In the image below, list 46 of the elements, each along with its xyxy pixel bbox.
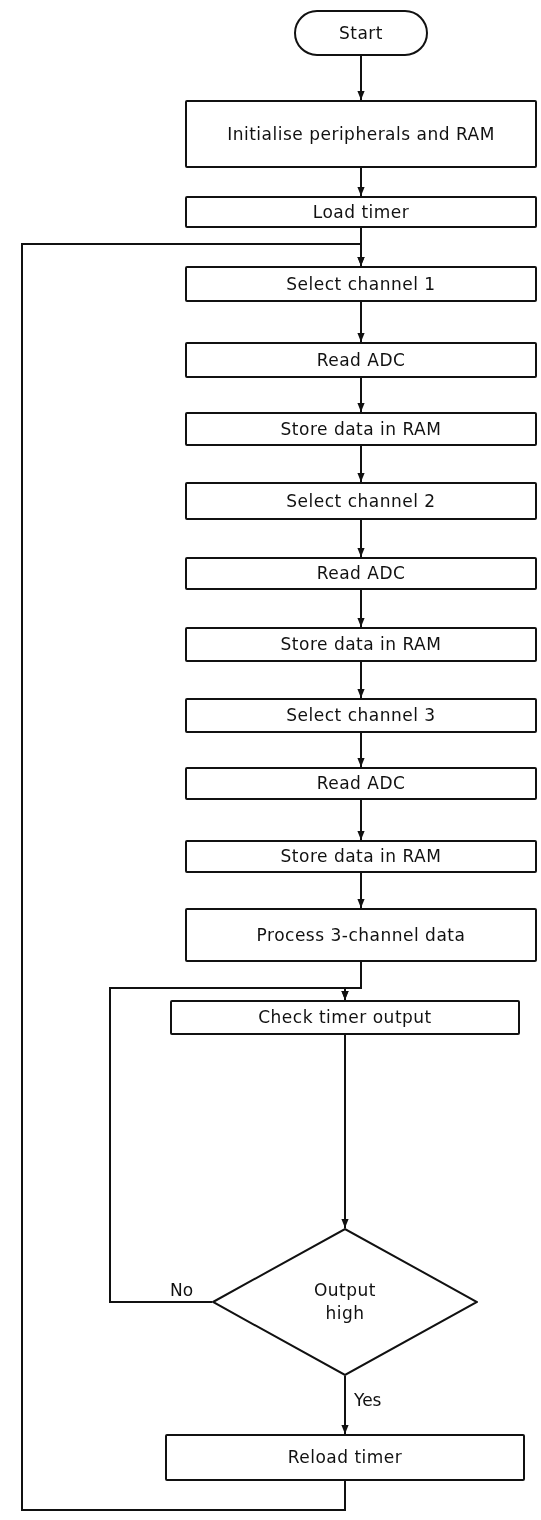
arrow	[357, 519, 365, 558]
step-label: Read ADC	[316, 772, 406, 795]
process-box	[185, 840, 537, 873]
process-box	[185, 100, 537, 168]
arrow	[109, 987, 349, 1303]
step-label: Output high	[312, 1279, 378, 1325]
step-label: Start	[339, 21, 383, 45]
process-box	[185, 557, 537, 590]
process-box	[185, 908, 537, 962]
process-box	[185, 627, 537, 662]
process-box	[185, 196, 537, 228]
step-label: Check timer output	[258, 1006, 432, 1029]
arrow	[357, 377, 365, 413]
process-box	[185, 482, 537, 520]
arrow	[357, 445, 365, 483]
arrow	[357, 661, 365, 699]
arrow	[357, 799, 365, 841]
arrow	[357, 872, 365, 909]
step-label: Process 3-channel data	[256, 923, 466, 947]
process-box	[185, 266, 537, 302]
step-label: Read ADC	[316, 348, 406, 372]
arrow	[357, 167, 365, 197]
process-box	[185, 412, 537, 446]
process-box	[185, 698, 537, 733]
process-box	[170, 1000, 520, 1035]
arrow	[357, 55, 365, 101]
arrow	[341, 1375, 349, 1435]
step-label: Load timer	[312, 200, 410, 224]
process-box	[165, 1434, 525, 1481]
process-box	[185, 767, 537, 800]
step-label: Select channel 2	[286, 489, 436, 513]
step-label: Store data in RAM	[280, 417, 442, 441]
arrow	[357, 301, 365, 343]
step-label: Reload timer	[287, 1446, 403, 1469]
step-label: Read ADC	[316, 562, 406, 585]
arrow	[357, 589, 365, 628]
arrow	[357, 732, 365, 768]
step-label: Select channel 3	[286, 704, 436, 727]
step-label: Initialise peripherals and RAM	[227, 122, 495, 146]
arrow	[341, 1034, 349, 1229]
terminator-shape	[294, 10, 428, 56]
process-box	[185, 342, 537, 378]
step-label: Store data in RAM	[280, 633, 442, 656]
arrow	[21, 243, 365, 1511]
step-label: Select channel 1	[286, 272, 436, 296]
step-label: Store data in RAM	[280, 845, 442, 868]
